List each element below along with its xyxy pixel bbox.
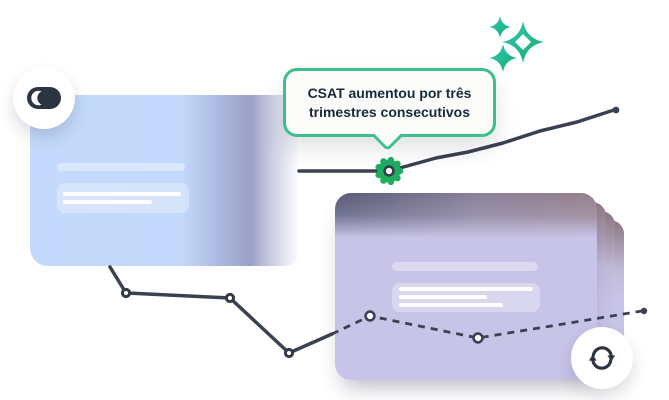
trend-line-dashed <box>331 309 643 340</box>
point-marker-open <box>364 310 376 322</box>
tooltip-text: CSAT aumentou por três trimestres consec… <box>308 84 472 122</box>
skeleton-bar <box>392 262 538 271</box>
tooltip: CSAT aumentou por três trimestres consec… <box>283 68 496 152</box>
refresh-icon <box>588 346 616 370</box>
sparkle-small <box>489 16 511 38</box>
skeleton-line <box>399 287 533 291</box>
skeleton-line <box>399 303 503 307</box>
skeleton-bar <box>57 163 185 171</box>
skeleton-line <box>63 200 152 204</box>
skeleton-line <box>399 295 487 299</box>
toggle-button[interactable] <box>13 67 75 129</box>
toggle-icon <box>27 87 61 109</box>
blue-skeleton-card <box>30 95 302 266</box>
trend-line-solid <box>108 265 334 355</box>
line-end-dot <box>640 307 648 315</box>
refresh-button[interactable] <box>571 327 633 389</box>
skeleton-box <box>392 283 540 312</box>
sparkle-large <box>502 21 544 63</box>
tooltip-line-2: trimestres consecutivos <box>308 103 471 120</box>
sparkles-icon <box>489 16 544 72</box>
skeleton-line <box>63 192 181 196</box>
line-end-dot <box>612 106 620 114</box>
point-marker <box>224 292 236 304</box>
skeleton-box <box>57 183 189 213</box>
sparkle-medium <box>489 44 517 72</box>
purple-skeleton-card <box>335 193 597 380</box>
point-marker-open <box>472 332 484 344</box>
point-marker <box>120 287 132 299</box>
point-marker <box>283 347 295 359</box>
highlight-point-marker[interactable] <box>375 156 404 186</box>
tooltip-line-1: CSAT aumentou por três <box>307 84 472 101</box>
